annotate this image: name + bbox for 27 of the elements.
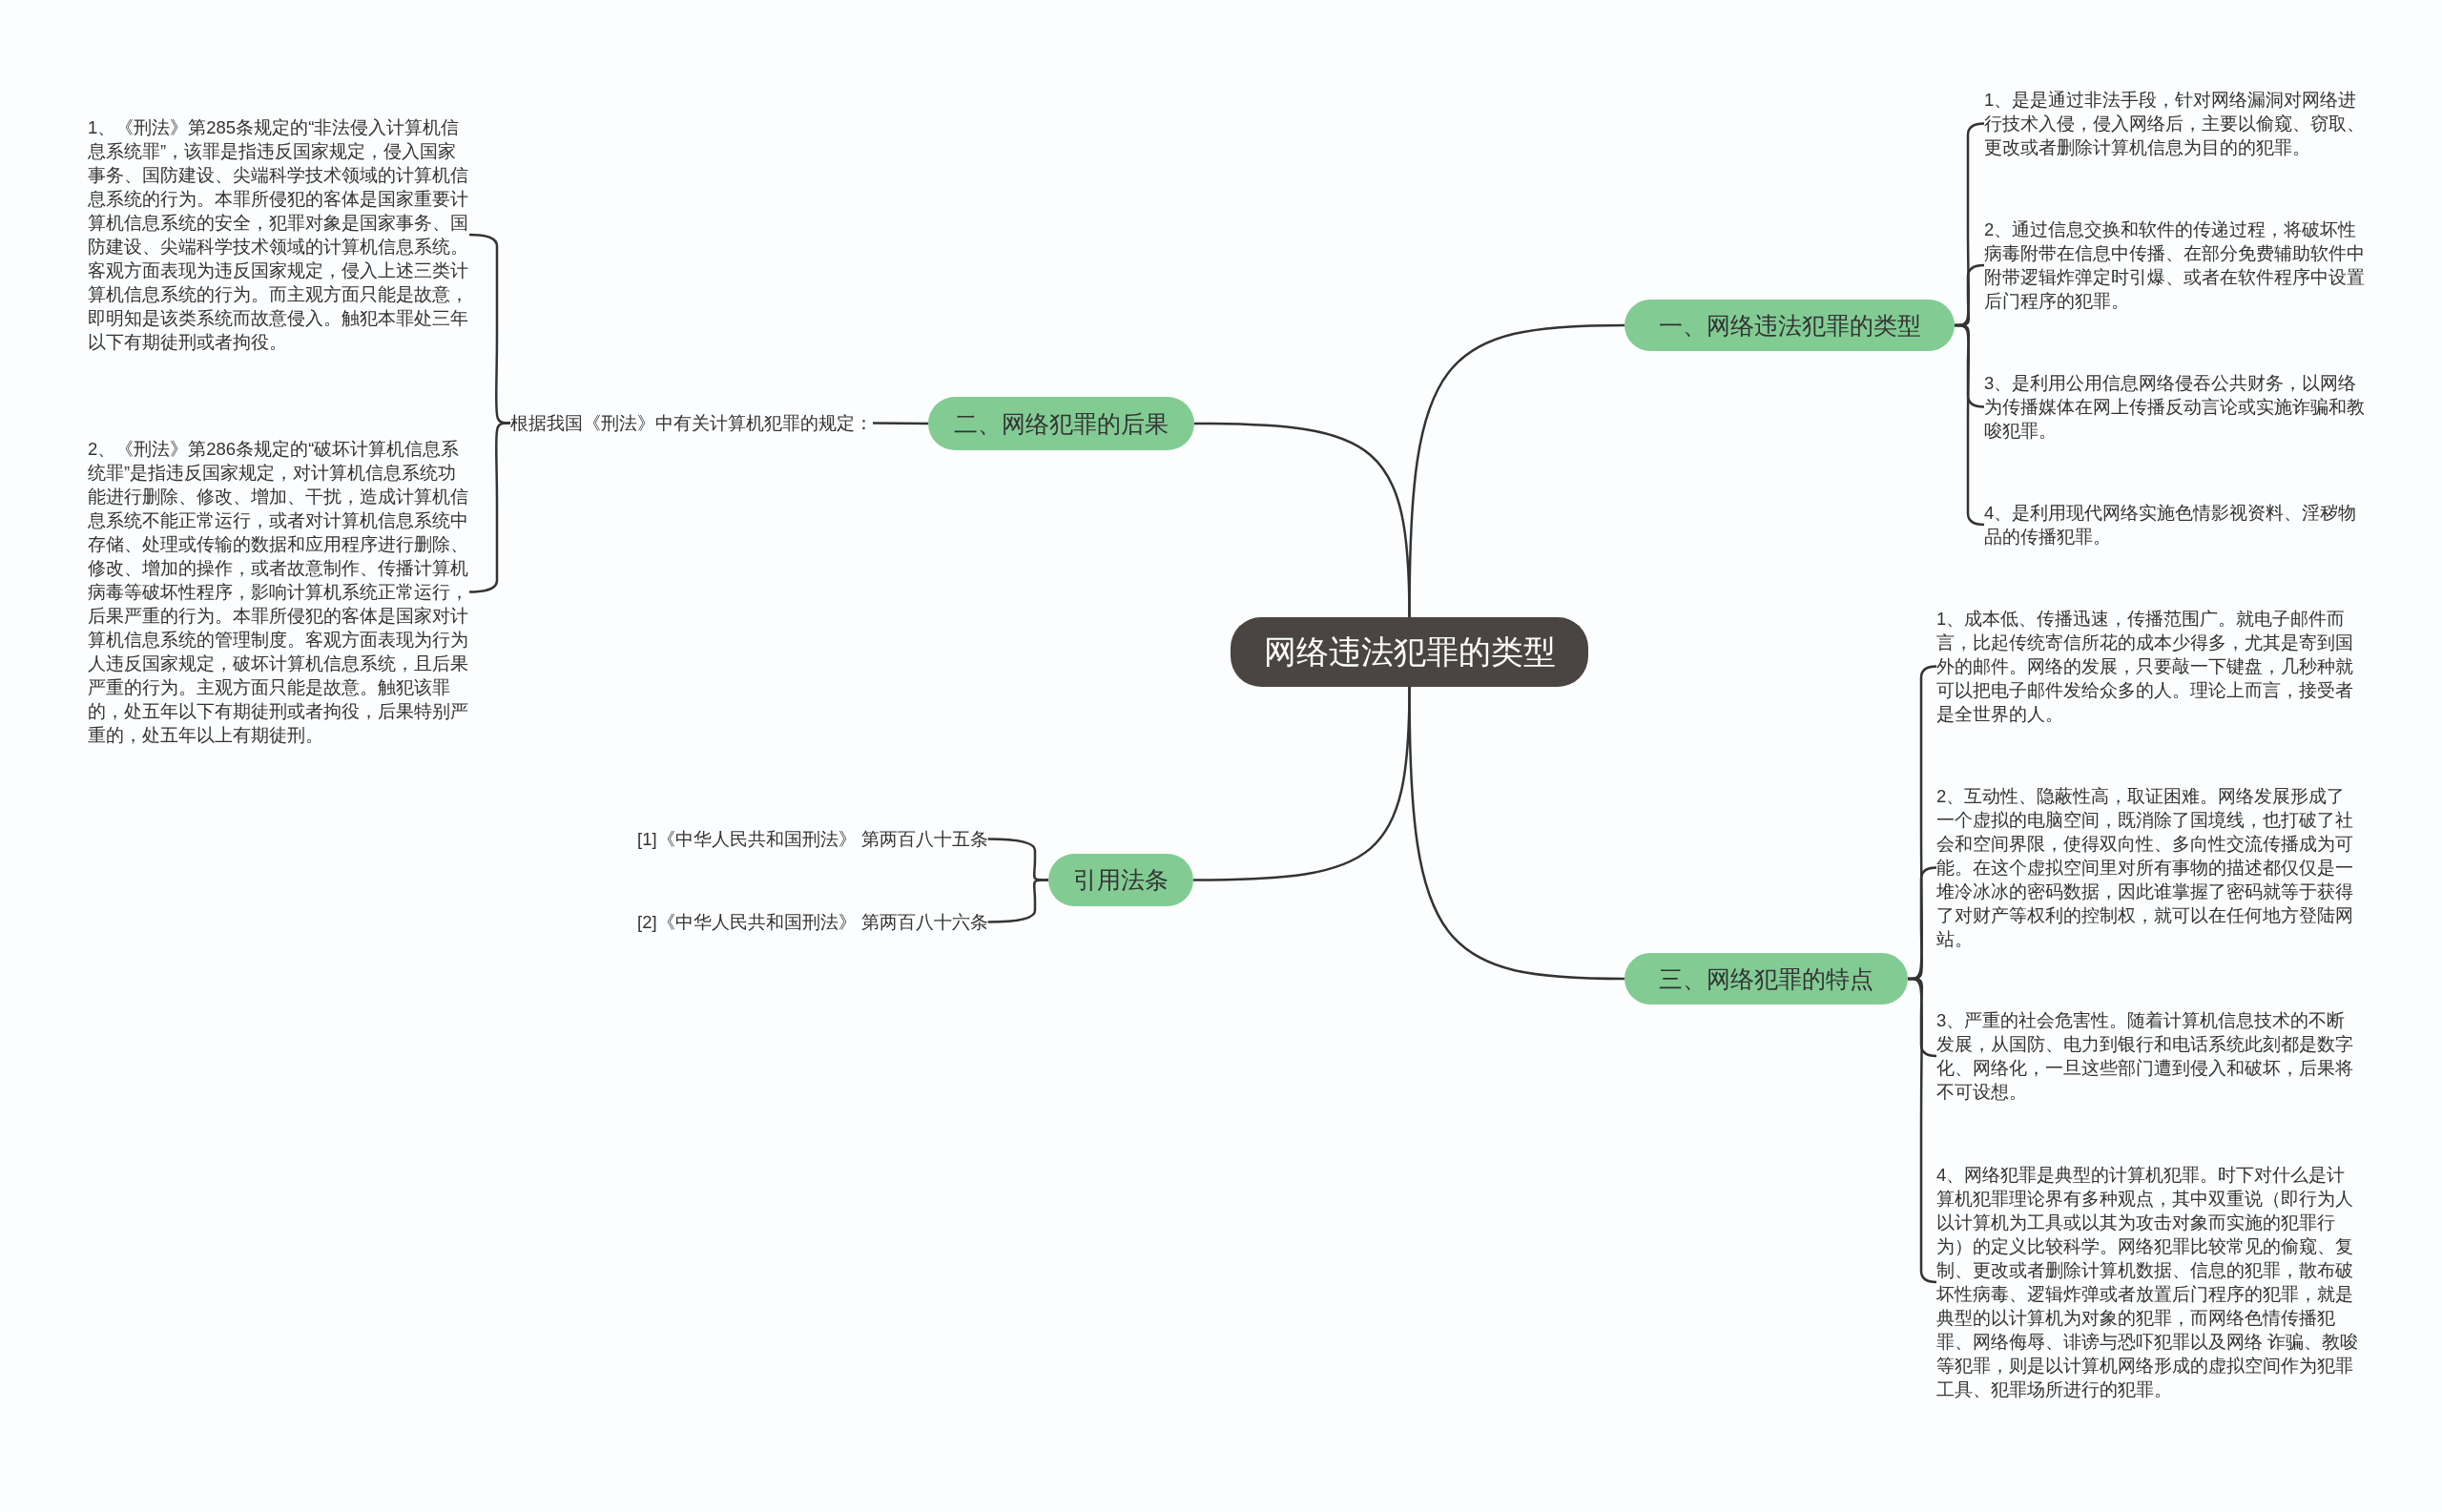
topic-label: 引用法条 [1073,865,1169,895]
note-text: 2、《刑法》第286条规定的“破坏计算机信息系统罪”是指违反国家规定，对计算机信息系统功能进行删除、修改、增加、干扰，造成计算机信息系统不能正常运行，或者对计算机信息系统中存储、处理或传输的数据和应用程序进行删除、修改、增加的操作，或者故意制作、传播计算机病毒等破坏性程序，影响计算机系统正常运行，后果严重的行为。本罪所侵犯的客体是国家对计算机信息系统的管理制度。客观方面表现为行为人违反国家规定，破坏计算机信息系统，且后果严重的行为。主观方面只能是故意。触犯该罪的，处五年以下有期徒刑或者拘役，后果特别严重的，处五年以上有期徒刑。 [88,437,469,747]
note-text: 1、是是通过非法手段，针对网络漏洞对网络进行技术入侵，侵入网络后，主要以偷窥、窃取、更改或者删除计算机信息为目的的犯罪。 [1984,88,2366,159]
note-text: [2]《中华人民共和国刑法》 第两百八十六条 [637,910,988,934]
note-text: 4、网络犯罪是典型的计算机犯罪。时下对什么是计算机犯罪理论界有多种观点，其中双重说（即行为人以计算机为工具或以其为攻击对象而实施的犯罪行为）的定义比较科学。网络犯罪比较常见的偷窥、复制、更改或者删除计算机数据、信息的犯罪，散布破坏性病毒、逻辑炸弹或者放置后门程序的犯罪，就是典型的以计算机为对象的犯罪，而网络色情传播犯罪、网络侮辱、诽谤与恐吓犯罪以及网络 诈骗、教唆等犯罪，则是以计算机网络形成的虚拟空间作为犯罪工具、犯罪场所进行的犯罪。 [1936,1163,2361,1401]
central-topic-label: 网络违法犯罪的类型 [1263,632,1556,672]
central-topic-pill [1231,617,1588,687]
note-text: 3、是利用公用信息网络侵吞公共财务，以网络为传播媒体在网上传播反动言论或实施诈骗和教唆犯罪。 [1984,371,2366,443]
note-text: 1、成本低、传播迅速，传播范围广。就电子邮件而言，比起传统寄信所花的成本少得多，尤其是寄到国外的邮件。网络的发展，只要敲一下键盘，几秒种就可以把电子邮件发给众多的人。理论上而言，接受者是全世界的人。 [1936,607,2361,726]
topic-pill [928,397,1194,450]
topic-label: 三、网络犯罪的特点 [1659,963,1873,994]
note-text: [1]《中华人民共和国刑法》 第两百八十五条 [637,827,988,851]
note-text: 3、严重的社会危害性。随着计算机信息技术的不断发展，从国防、电力到银行和电话系统此刻都是数字化、网络化，一旦这些部门遭到侵入和破坏，后果将不可设想。 [1936,1008,2361,1104]
connector-line [873,422,928,425]
connector-line [1408,687,1625,981]
topic-pill [1625,953,1908,1005]
note-text: 2、通过信息交换和软件的传递过程，将破坏性病毒附带在信息中传播、在部分免费辅助软件中附带逻辑炸弹定时引爆、或者在软件程序中设置后门程序的犯罪。 [1984,217,2366,313]
topic-label: 二、网络犯罪的后果 [954,408,1169,439]
note-text: 2、互动性、隐蔽性高，取证困难。网络发展形成了一个虚拟的电脑空间，既消除了国境线，也打破了社会和空间界限，使得双向性、多向性交流传播成为可能。在这个虚拟空间里对所有事物的描述都仅仅是一堆冷冰冰的密码数据，因此谁掌握了密码就等于获得了对财产等权利的控制权，就可以在任何地方登陆网站。 [1936,784,2361,951]
topic-label: 一、网络违法犯罪的类型 [1658,310,1921,341]
connector-line [1194,422,1411,618]
topic-pill [1048,854,1193,906]
note-text: 根据我国《刑法》中有关计算机犯罪的规定： [510,411,873,435]
note-text: 4、是利用现代网络实施色情影视资料、淫秽物品的传播犯罪。 [1984,501,2366,549]
connector-line [987,879,1048,923]
topic-pill [1625,300,1955,351]
note-text: 1、《刑法》第285条规定的“非法侵入计算机信息系统罪”，该罪是指违反国家规定，侵入国家事务、国防建设、尖端科学技术领域的计算机信息系统的行为。本罪所侵犯的客体是国家重要计算机信息系统的安全，犯罪对象是国家事务、国防建设、尖端科学技术领域的计算机信息系统。客观方面表现为违反国家规定，侵入上述三类计算机信息系统的行为。而主观方面只能是故意，即明知是该类系统而故意侵入。触犯本罪处三年以下有期徒刑或者拘役。 [88,115,469,354]
